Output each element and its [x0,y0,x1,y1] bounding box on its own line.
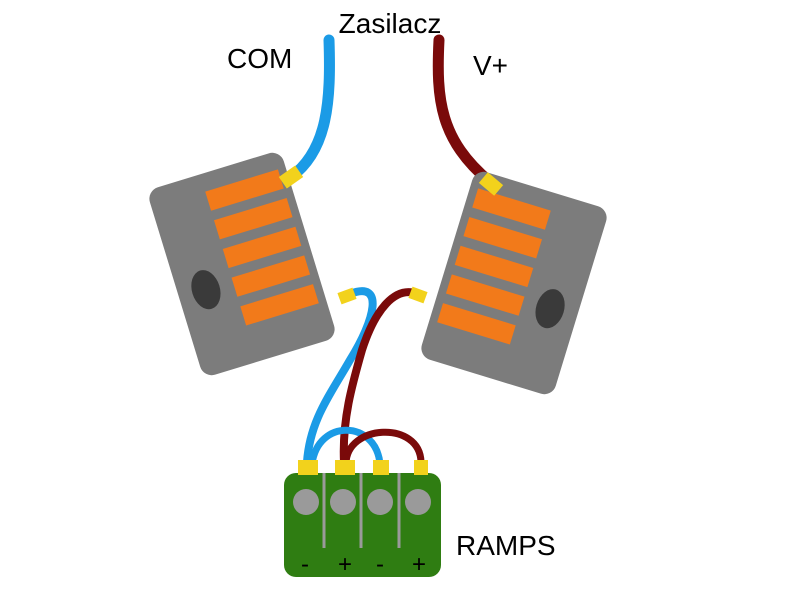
lever-5 [437,303,516,345]
com-lever-connector [149,152,335,376]
ferrule-vplus-supply [478,172,504,196]
terminal-screw-1 [293,489,319,515]
vplus-lever-connector [421,171,607,395]
ferrule-com-out [337,287,357,305]
terminal-ferrule-3 [373,460,389,475]
com-supply-wire [285,34,335,183]
vplus-label: V+ [473,50,508,81]
vplus-jumper-wire [342,428,425,468]
lever-3 [222,226,302,269]
lever-5 [240,284,319,326]
pin-label-4: + [412,551,426,578]
com-jumper-wire [308,426,384,468]
lever-4 [445,274,525,316]
terminal-screw-2 [330,489,356,515]
lever-3 [454,245,534,288]
terminal-ferrule-4 [414,460,428,475]
lever-2 [463,217,543,259]
connector-release-hole [191,270,221,310]
com-label: COM [227,43,292,74]
ferrule-com-supply [278,165,304,189]
terminal-screw-4 [405,489,431,515]
pin-label-2: + [338,551,352,578]
ramps-label: RAMPS [456,530,556,561]
pin-label-1: - [301,551,309,578]
terminal-ferrule-1 [298,460,318,475]
lever-2 [213,198,293,240]
connector-release-hole [535,289,565,329]
ferrule-vplus-out [408,286,428,304]
ramps-screw-terminal: - + - + [284,460,441,578]
terminal-ferrule-2 [335,460,355,475]
lever-1 [205,169,284,211]
terminal-screw-3 [367,489,393,515]
pin-label-3: - [376,551,384,578]
power-supply-label: Zasilacz [339,8,442,39]
lever-1 [472,188,551,230]
com-ramps-wire-1 [303,287,377,466]
lever-4 [231,255,311,297]
vplus-supply-wire [432,34,496,188]
